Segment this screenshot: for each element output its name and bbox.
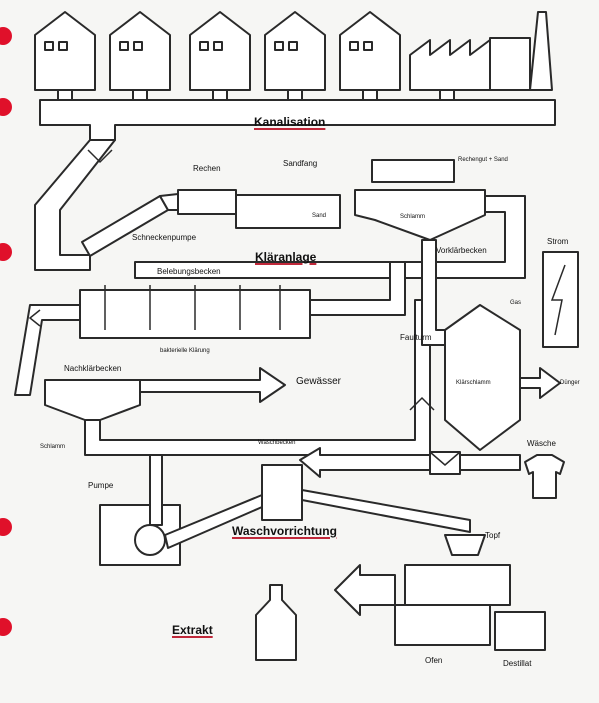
- pipe-basin-to-pot: [301, 489, 471, 533]
- label-waschbecken: Waschbecken: [258, 440, 296, 446]
- binder-hole-2: [0, 98, 12, 116]
- binder-hole-5: [0, 618, 12, 636]
- pot: [444, 534, 486, 556]
- label-klaeranlage: Kläranlage: [255, 250, 317, 264]
- label-destillat: Destillat: [503, 659, 532, 668]
- wash-basin: [261, 464, 303, 521]
- label-pumpe: Pumpe: [88, 481, 114, 490]
- grit-chamber: [235, 194, 341, 229]
- screen: [177, 189, 237, 215]
- label-sandfang: Sandfang: [283, 159, 318, 168]
- fertilizer-arrow: [519, 367, 561, 399]
- conveyor: [371, 159, 455, 183]
- digester-inflow-pipe: [421, 239, 446, 346]
- label-schlamm-top: Schlamm: [400, 214, 426, 220]
- oven: [394, 604, 491, 646]
- label-belebungsbecken: Belebungsbecken: [157, 267, 221, 276]
- laundry-pipe: [299, 447, 521, 478]
- label-bakterielle-klaerung: bakterielle Klärung: [160, 348, 210, 354]
- envelope: [429, 451, 461, 475]
- pump-wheel: [134, 524, 166, 556]
- house-3: [189, 11, 251, 101]
- label-vorklaerbecken: Vorklärbecken: [436, 246, 487, 255]
- pump-down-pipe: [149, 454, 163, 526]
- label-topf: Topf: [485, 531, 501, 540]
- label-nachklaerbecken: Nachklärbecken: [64, 364, 122, 373]
- binder-hole-4: [0, 518, 12, 536]
- power-bolt: [550, 264, 566, 336]
- flow-arrow-sludge: [409, 396, 435, 411]
- label-faulturm: Faulturm: [400, 333, 432, 342]
- house-5: [339, 11, 401, 101]
- label-sand: Sand: [312, 213, 327, 219]
- house-2: [109, 11, 171, 101]
- sludge-return-pipe: [84, 299, 431, 456]
- label-schlamm-bottom: Schlamm: [40, 444, 66, 450]
- extract-bottle: [255, 584, 297, 661]
- house-4: [264, 11, 326, 101]
- label-rechengut-sand: Rechengut + Sand: [458, 157, 508, 163]
- label-gas: Gas: [510, 300, 522, 306]
- label-ofen: Ofen: [425, 656, 443, 665]
- label-rechen: Rechen: [193, 164, 221, 173]
- oven-piping: [404, 564, 511, 606]
- distiller: [494, 611, 546, 651]
- flow-arrow-down: [87, 149, 113, 164]
- outflow-to-river: [139, 367, 286, 403]
- label-extrakt: Extrakt: [172, 623, 213, 637]
- pipe-to-aeration: [309, 261, 406, 316]
- factory: [409, 11, 553, 101]
- label-waesche: Wäsche: [527, 439, 556, 448]
- label-strom: Strom: [547, 237, 569, 246]
- clarifier-outflow-pipe: [134, 195, 526, 279]
- envelope-flap: [429, 451, 461, 466]
- shirt-icon: [524, 454, 565, 499]
- pipe-pump-to-basin: [164, 494, 263, 549]
- label-klaerschlamm: Klärschlamm: [456, 380, 491, 386]
- flow-arrow-aeration: [28, 309, 41, 327]
- pipe-aeration-to-secondary: [14, 304, 81, 396]
- label-kanalisation: Kanalisation: [254, 115, 326, 129]
- binder-hole-3: [0, 243, 12, 261]
- digester: [444, 304, 521, 451]
- label-gewaesser: Gewässer: [296, 376, 342, 387]
- binder-hole-1: [0, 27, 12, 45]
- label-duenger: Dünger: [560, 380, 580, 386]
- house-1: [34, 11, 96, 101]
- pipe-pump-to-screen: [159, 193, 179, 211]
- label-waschvorrichtung: Waschvorrichtung: [232, 524, 337, 538]
- label-schneckenpumpe: Schneckenpumpe: [132, 233, 197, 242]
- extract-arrow: [334, 564, 396, 616]
